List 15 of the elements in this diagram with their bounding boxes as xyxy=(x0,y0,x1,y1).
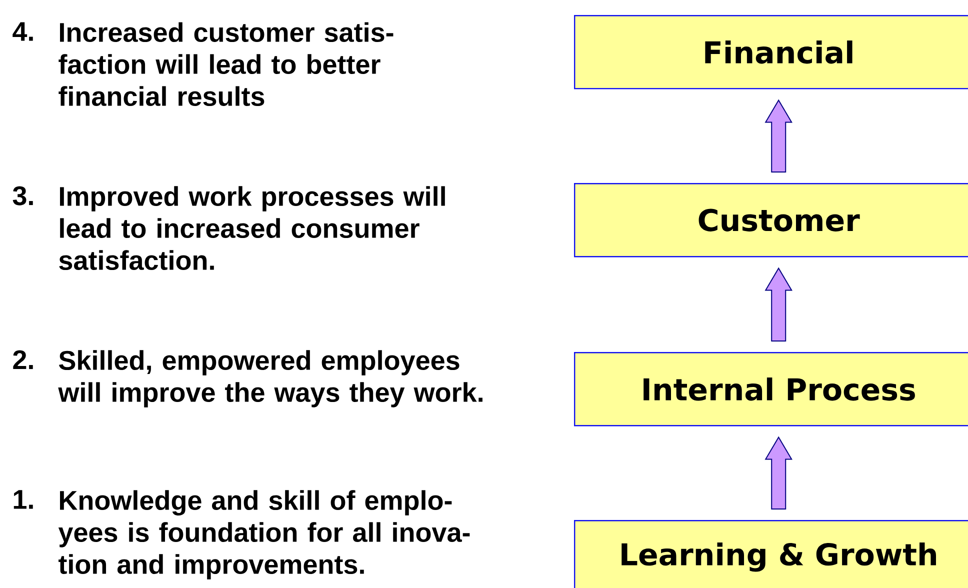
block-arrow xyxy=(764,436,792,510)
item-number: 2. xyxy=(13,350,33,370)
perspective-box: Learning & Growth xyxy=(574,520,968,588)
perspective-box: Customer xyxy=(574,183,968,258)
perspective-box: Internal Process xyxy=(574,352,968,426)
block-arrow xyxy=(764,99,792,172)
statement-text: Improved work processes will lead to increased consumer satisfaction. xyxy=(59,186,445,270)
item-number: 1. xyxy=(14,490,33,509)
statement-text: Knowledge and skill of emplo-yees is foundation for all inova-tion and improvements. xyxy=(58,490,470,580)
statement-text: Increased customer satis-faction will lead to better financial results xyxy=(58,22,394,106)
block-arrow xyxy=(764,267,792,342)
item-number: 4. xyxy=(12,22,33,41)
item-number: 3. xyxy=(12,186,33,206)
perspective-box: Financial xyxy=(574,15,968,90)
statement-text: Skilled, empowered employees will improve the ways they work. xyxy=(58,350,482,408)
